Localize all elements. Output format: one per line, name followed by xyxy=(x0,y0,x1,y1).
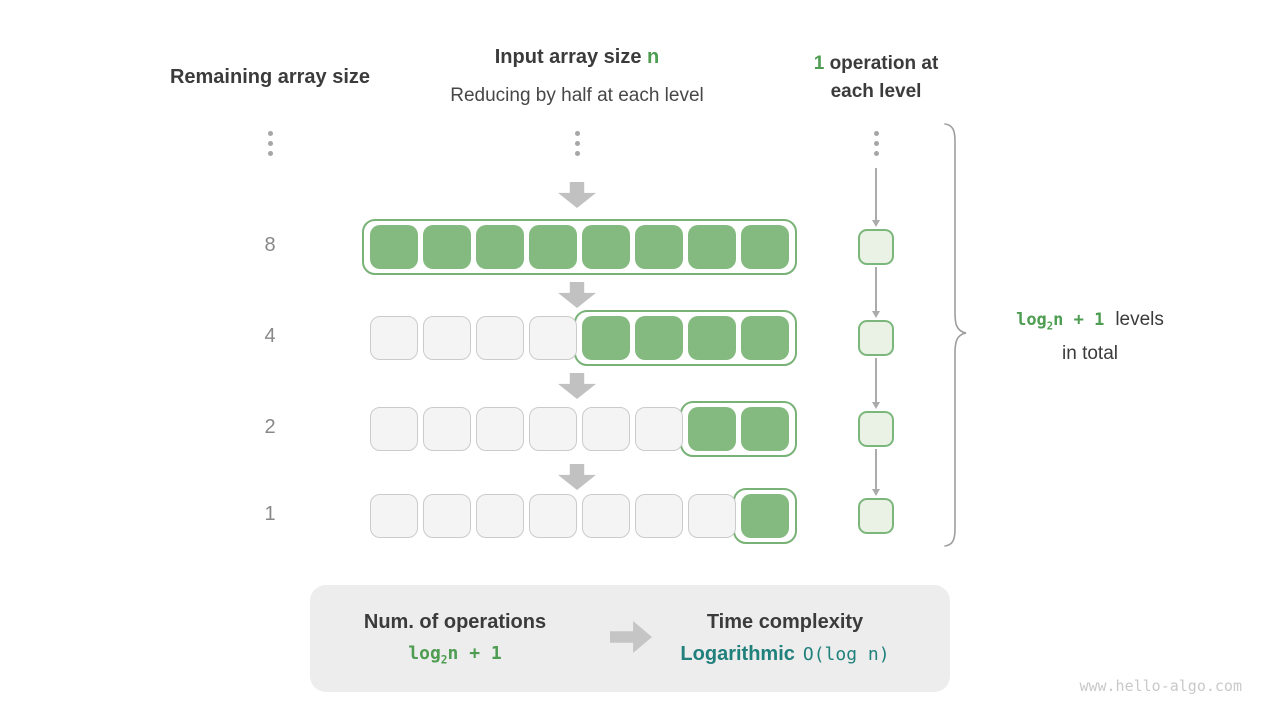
active-cell xyxy=(688,225,736,269)
active-cell xyxy=(741,407,789,451)
ellipsis-dots-center xyxy=(574,131,580,156)
inactive-cell xyxy=(476,407,524,451)
header-one-operation: 1 operation at each level xyxy=(776,50,976,106)
watermark: www.hello-algo.com xyxy=(1079,677,1242,695)
inactive-cell xyxy=(688,494,736,538)
halve-arrow-icon xyxy=(558,182,596,208)
inactive-cell xyxy=(582,407,630,451)
inactive-cell xyxy=(635,494,683,538)
inactive-cell xyxy=(423,494,471,538)
inactive-cell xyxy=(370,494,418,538)
inactive-cell xyxy=(476,316,524,360)
operations-formula: log2n + 1 xyxy=(408,642,502,667)
operation-cell xyxy=(858,320,894,356)
flow-arrow-icon xyxy=(872,168,880,227)
remaining-size-label: 4 xyxy=(264,325,276,347)
flow-arrow-icon xyxy=(872,358,880,409)
active-cell xyxy=(635,225,683,269)
levels-text: levels xyxy=(1115,309,1164,330)
flow-arrow-icon xyxy=(872,267,880,318)
halve-arrow-icon xyxy=(558,464,596,490)
active-cell xyxy=(688,316,736,360)
header-input-prefix: Input array size xyxy=(494,46,648,68)
complexity-name: Logarithmic xyxy=(680,643,795,665)
inactive-cell xyxy=(370,407,418,451)
active-cell xyxy=(688,407,736,451)
inactive-cell xyxy=(635,407,683,451)
inactive-cell xyxy=(529,494,577,538)
halve-arrow-icon xyxy=(558,282,596,308)
active-cell xyxy=(423,225,471,269)
inactive-cell xyxy=(423,407,471,451)
inactive-cell xyxy=(476,494,524,538)
remaining-size-label: 2 xyxy=(264,416,276,438)
complexity-summary: Time complexity Logarithmic O(log n) xyxy=(620,585,950,692)
ellipsis-dots-right xyxy=(873,131,879,156)
levels-brace xyxy=(944,123,967,547)
active-cell xyxy=(582,316,630,360)
header-reducing-by-half: Reducing by half at each level xyxy=(450,85,704,106)
header-operation-line2: each level xyxy=(830,81,922,102)
active-cell xyxy=(476,225,524,269)
ellipsis-dots-left xyxy=(267,131,273,156)
active-cell xyxy=(370,225,418,269)
active-cell xyxy=(582,225,630,269)
flow-arrow-icon xyxy=(872,449,880,496)
levels-note-line2: in total xyxy=(1062,343,1118,365)
header-operation-rest: operation at xyxy=(829,53,939,74)
inactive-cell xyxy=(423,316,471,360)
complexity-title: Time complexity xyxy=(706,611,864,633)
remaining-size-label: 1 xyxy=(264,503,276,525)
levels-note-line1: log2n + 1 levels xyxy=(975,306,1205,340)
active-cell xyxy=(635,316,683,360)
header-input-array-size: Input array size n xyxy=(427,46,727,69)
operation-cell xyxy=(858,498,894,534)
operations-summary: Num. of operations log2n + 1 xyxy=(310,585,600,692)
inactive-cell xyxy=(582,494,630,538)
active-cell xyxy=(529,225,577,269)
complexity-notation: O(log n) xyxy=(802,644,890,665)
complexity-value: Logarithmic O(log n) xyxy=(680,643,889,666)
inactive-cell xyxy=(529,316,577,360)
levels-formula: log2n + 1 xyxy=(1016,310,1105,333)
operations-title: Num. of operations xyxy=(363,610,547,633)
inactive-cell xyxy=(370,316,418,360)
active-cell xyxy=(741,225,789,269)
remaining-size-label: 8 xyxy=(264,234,276,256)
header-operation-count: 1 xyxy=(813,53,825,74)
header-remaining-array-size: Remaining array size xyxy=(169,66,371,88)
header-input-var-n: n xyxy=(647,46,660,68)
active-cell xyxy=(741,316,789,360)
levels-note: log2n + 1 levels in total xyxy=(975,306,1205,368)
operation-cell xyxy=(858,229,894,265)
active-cell xyxy=(741,494,789,538)
halve-arrow-icon xyxy=(558,373,596,399)
summary-box: Num. of operations log2n + 1 Time comple… xyxy=(310,585,950,692)
inactive-cell xyxy=(529,407,577,451)
operation-cell xyxy=(858,411,894,447)
